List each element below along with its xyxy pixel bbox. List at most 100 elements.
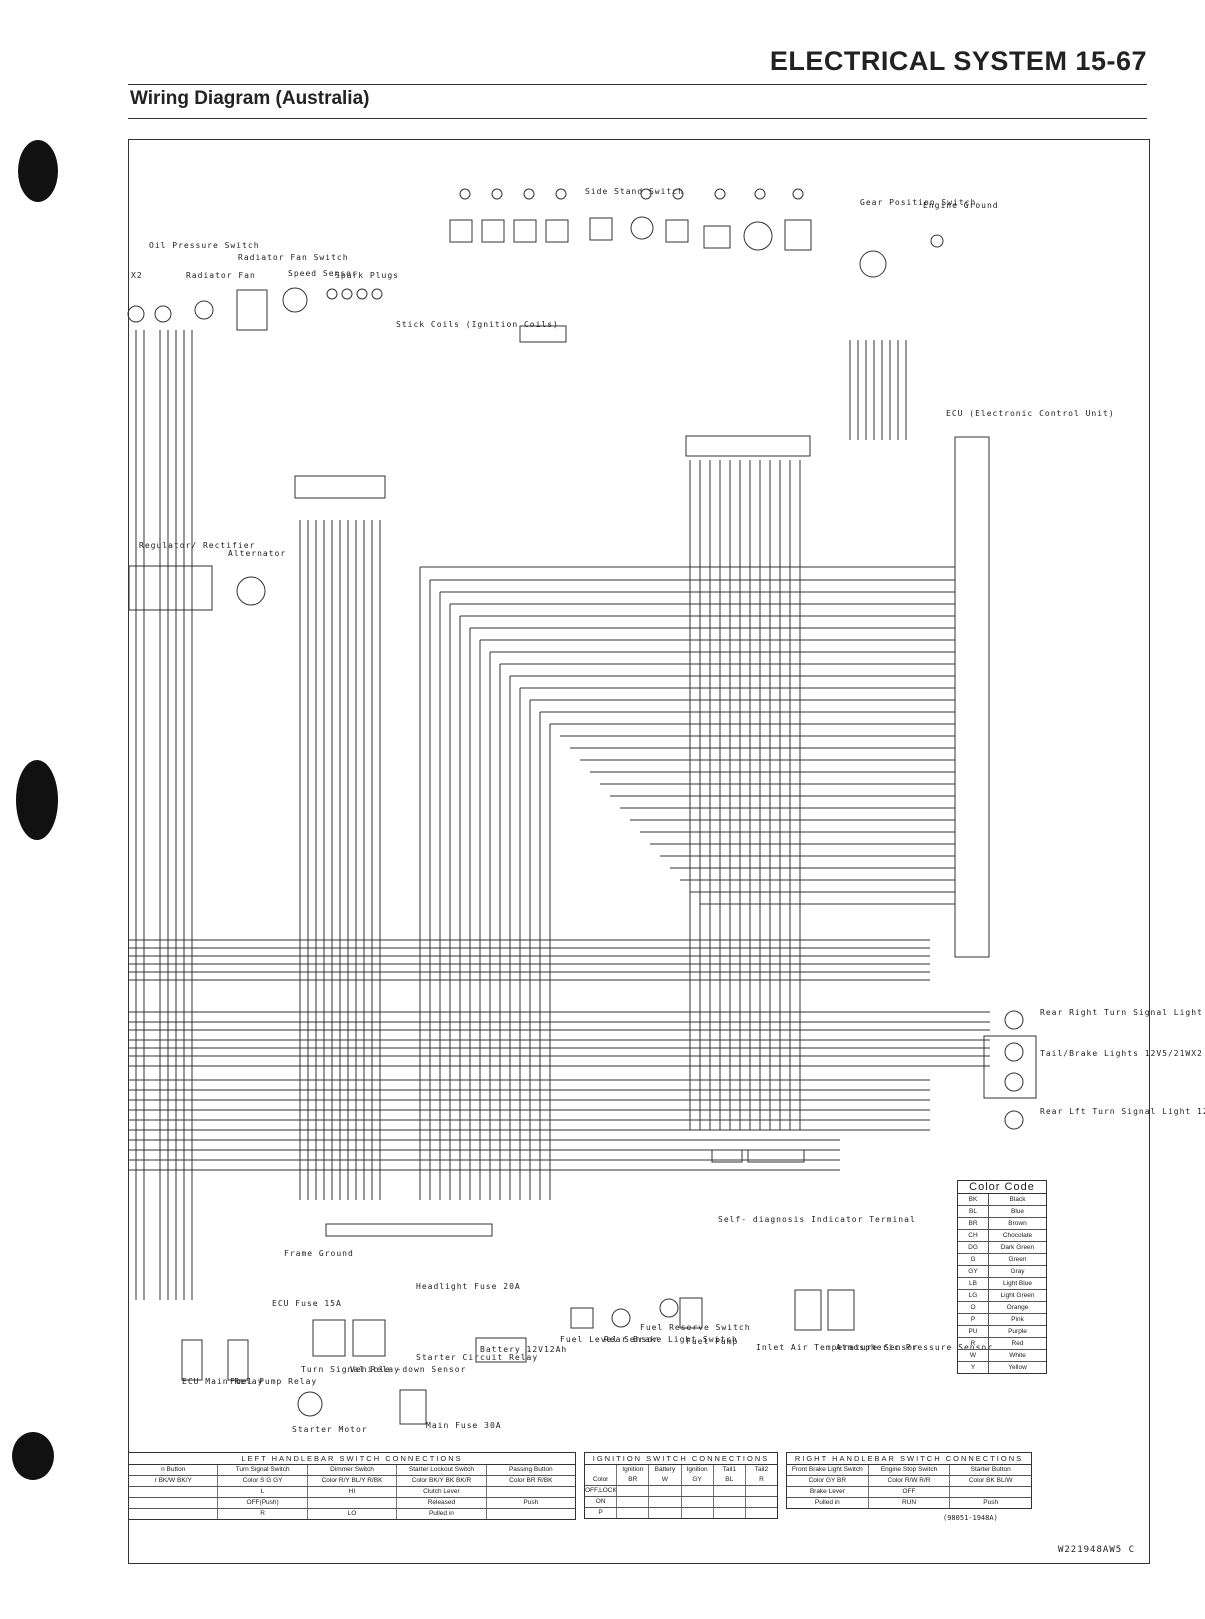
reference-number: (98051-1948A) [943,1514,998,1522]
drawing-code: W221948AW5 C [1057,1545,1135,1555]
punch-hole-middle [16,760,58,840]
label-battery: Battery 12V12Ah [480,1345,567,1354]
right-handlebar-cell: Color BK BL/W [968,1477,1013,1484]
ignition-cell: W [649,1475,682,1485]
left-handlebar-cell: Push [523,1499,539,1506]
color-abbr: P [958,1314,989,1325]
left-handlebar-cell: Color BK/Y BK BK/R [397,1476,487,1486]
left-handlebar-cell: HI [308,1487,398,1497]
right-handlebar-cell: Brake Lever [787,1487,869,1497]
right-handlebar-cell: Engine Stop Switch [869,1465,951,1475]
ignition-cell: BL [714,1475,746,1485]
color-abbr: LB [958,1278,989,1289]
color-abbr: PU [958,1326,989,1337]
regulator-block [128,565,213,611]
right-handlebar-cell: OFF [869,1487,951,1497]
color-abbr: GY [958,1266,989,1277]
ignition-cell [746,1508,777,1518]
ignition-cell [714,1486,746,1496]
label-ecu-main-relay: ECU Main Relay [182,1377,263,1386]
left-handlebar-cell [487,1487,575,1497]
color-abbr: O [958,1302,989,1313]
left-handlebar-cell: r BK/W BK/Y [129,1476,219,1486]
label-x2: X2 [131,271,143,280]
color-name: Light Blue [1003,1280,1032,1287]
color-name: Black [1009,1196,1026,1203]
label-engine-ground: Engine Ground [923,201,999,210]
color-name: Purple [1008,1328,1027,1335]
color-name: Red [1011,1340,1024,1347]
ignition-cell [746,1497,777,1507]
label-gear-position-switch: Gear Position Switch [860,198,976,207]
label-regulator-rectifier: Regulator/ Rectifier [139,541,255,550]
right-handlebar-cell: Pulled in [787,1498,869,1508]
ignition-cell [714,1497,746,1507]
label-stick-coils: Stick Coils (Ignition Coils) [396,320,559,329]
label-side-stand-switch: Side Stand Switch [585,187,684,196]
ignition-row: ON [585,1497,777,1508]
ignition-row: OFF,LOCK [585,1486,777,1497]
color-name: Chocolate [1002,1232,1033,1239]
color-name: Pink [1011,1316,1024,1323]
label-turn-signal-relay: Turn Signal Relay [301,1365,400,1374]
color-name: Green [1008,1256,1027,1263]
left-handlebar-cell: Passing Button [508,1466,553,1473]
left-handlebar-cell: Dimmer Switch [308,1465,398,1475]
page-title: ELECTRICAL SYSTEM 15-67 [769,46,1147,76]
ignition-cell [746,1486,777,1496]
ignition-cell: P [585,1508,618,1518]
punch-hole-top [18,140,58,202]
ignition-cell [617,1497,650,1507]
label-fuel-level-sensor: Fuel Level Sensor [560,1335,659,1344]
left-handlebar-cell [129,1487,219,1497]
color-abbr: G [958,1254,989,1265]
left-handlebar-cell: Released [397,1498,487,1508]
label-vehicle-down-sensor: Vehicle -down Sensor [350,1365,466,1374]
label-tail-brake: Tail/Brake Lights 12V5/21WX2 [1040,1049,1203,1058]
color-name: Gray [1010,1268,1025,1275]
subtitle-rule [128,118,1147,119]
color-code-title: Color Code [958,1181,1046,1194]
ignition-switch-title: IGNITION SWITCH CONNECTIONS [585,1453,777,1465]
label-alternator: Alternator [228,549,286,558]
ignition-cell [649,1486,682,1496]
label-fuel-pump-relay: Fuel Pump Relay [230,1377,317,1386]
ignition-cell [617,1508,650,1518]
ignition-cell: OFF,LOCK [585,1486,618,1496]
ignition-cell: GY [682,1475,714,1485]
right-handlebar-cell: RUN [869,1498,951,1508]
color-code-row: BK Black [958,1194,1046,1206]
ignition-head-cell [585,1465,618,1475]
ignition-cell: Color [585,1475,618,1485]
ignition-cell: ON [585,1497,618,1507]
color-name: White [1009,1352,1026,1359]
color-name: Yellow [1008,1364,1027,1371]
color-abbr: BK [958,1194,989,1205]
left-handlebar-cell: Pulled in [397,1509,487,1519]
label-inlet-air-temp-sensor: Inlet Air Temperature Sensor [756,1343,919,1352]
label-atmospheric-pressure-sensor: Atmospheric Pressure Sensor [836,1343,993,1352]
page-subtitle: Wiring Diagram (Australia) [130,88,370,109]
ignition-cell [649,1508,682,1518]
left-handlebar-cell: LO [308,1509,398,1519]
ignition-cell [649,1497,682,1507]
ignition-cell: BR [617,1475,650,1485]
right-handlebar-title: RIGHT HANDLEBAR SWITCH CONNECTIONS [787,1453,1031,1465]
label-self-diagnosis: Self- diagnosis Indicator Terminal [718,1215,916,1224]
label-starter-circuit-relay: Starter Circuit Relay [416,1353,538,1362]
color-name: Brown [1008,1220,1027,1227]
ignition-cell [682,1497,714,1507]
color-code-row: PU Purple [958,1326,1046,1338]
